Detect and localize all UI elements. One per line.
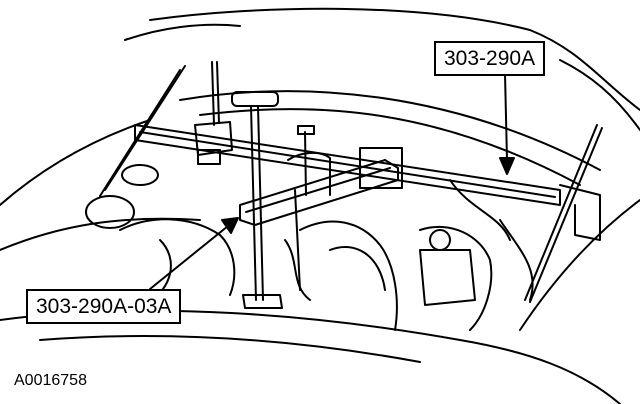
left-clamp-rod — [211, 61, 215, 126]
small-rod — [304, 131, 307, 196]
hose-4 — [499, 219, 534, 301]
cowl — [179, 90, 601, 171]
left-fender-lower — [0, 217, 201, 251]
hose-3 — [449, 179, 511, 241]
small-rod-cap — [297, 125, 315, 135]
leader-tool-a — [504, 73, 508, 161]
bumper-line — [39, 335, 421, 363]
tool-crossbar — [134, 124, 561, 206]
lift-rod — [250, 105, 257, 301]
lift-rod-2 — [257, 105, 264, 301]
intake-runner — [299, 220, 398, 331]
hood-prop-left — [104, 65, 186, 191]
lift-rod-foot — [242, 294, 283, 309]
cowl-inner — [199, 108, 581, 186]
hood-edge — [124, 23, 241, 41]
hood-prop-right — [524, 124, 598, 301]
front-fascia — [0, 309, 621, 404]
tool-callout-303-290a: 303-290A — [434, 41, 546, 76]
manifold-left — [119, 218, 236, 296]
reservoir-right — [419, 249, 476, 306]
figure-id-label: A0016758 — [14, 372, 87, 389]
tool-crossbar-edge — [139, 131, 556, 198]
tool-handle — [231, 91, 279, 107]
hose-2 — [284, 239, 311, 301]
bracket-crossbar-edge — [245, 167, 391, 213]
bracket-crossbar — [239, 159, 399, 226]
reservoir-left — [85, 195, 135, 229]
bracket-block — [359, 147, 403, 189]
right-fender — [519, 199, 640, 331]
leader-tool-b — [149, 225, 229, 290]
bracket-stand — [294, 189, 301, 291]
left-clamp-rod-2 — [216, 61, 220, 124]
hood-right-edge — [559, 59, 640, 131]
left-fender — [0, 119, 151, 206]
bracket-arm — [287, 152, 331, 196]
hood-prop-right-2 — [529, 127, 603, 303]
reservoir-left-cap — [121, 164, 159, 186]
reservoir-right-cap — [429, 229, 451, 251]
arrow-tool-a — [499, 157, 515, 175]
arrow-tool-b — [221, 217, 239, 234]
manifold-right — [419, 225, 493, 331]
left-clamp-base — [197, 149, 221, 165]
tool-callout-303-290a-03a: 303-290A-03A — [26, 289, 182, 324]
hood-outline — [149, 7, 640, 111]
tool-end-bracket-right — [559, 184, 601, 241]
intake-runner-2 — [329, 245, 386, 291]
